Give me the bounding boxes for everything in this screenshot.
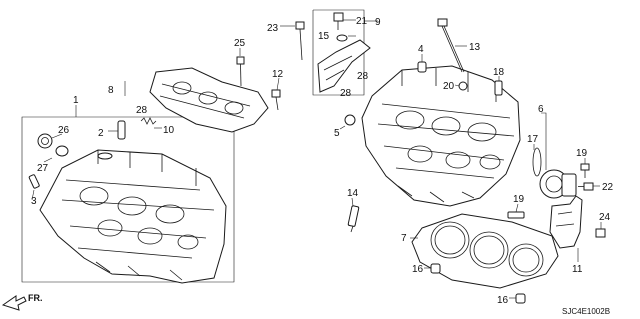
part-13-long-bolt xyxy=(437,18,467,73)
callout-25: 25 xyxy=(234,38,246,49)
rear-cylinder-head-group xyxy=(21,105,235,284)
callout-22: 22 xyxy=(602,182,614,193)
part-14-spark-plug xyxy=(347,197,360,233)
callout-17: 17 xyxy=(527,134,539,145)
callout-28-bracket-upper: 28 xyxy=(357,71,369,82)
callout-13: 13 xyxy=(469,42,481,53)
part-18-sensor xyxy=(494,76,503,96)
callout-16-lower: 16 xyxy=(497,295,509,306)
diagram-code: SJC4E1002B xyxy=(562,307,610,316)
callout-10: 10 xyxy=(163,125,175,136)
part-8-camshaft-holder xyxy=(124,67,269,133)
callout-19-upper: 19 xyxy=(576,148,588,159)
callout-6: 6 xyxy=(538,104,544,115)
callout-15: 15 xyxy=(318,31,330,42)
part-19-bolt-upper xyxy=(580,158,590,178)
callout-16-upper: 16 xyxy=(412,264,424,275)
callout-3: 3 xyxy=(31,196,37,207)
callout-28-holder: 28 xyxy=(136,105,148,116)
callout-26: 26 xyxy=(58,125,70,136)
part-16-dowel-upper xyxy=(424,263,441,274)
callout-28-bracket-lower: 28 xyxy=(340,88,352,99)
callout-24: 24 xyxy=(599,212,611,223)
callout-7: 7 xyxy=(401,233,407,244)
part-3-stud xyxy=(28,174,40,201)
part-17-o-ring xyxy=(532,144,542,177)
callout-9: 9 xyxy=(375,17,381,28)
front-direction-arrow: FR. xyxy=(1,293,43,311)
callout-12: 12 xyxy=(272,69,284,80)
part-2-dowel-pin xyxy=(108,120,126,140)
part-23-bolt xyxy=(280,21,305,61)
part-25-bolt xyxy=(236,48,245,87)
callout-19-lower: 19 xyxy=(513,194,525,205)
callout-18: 18 xyxy=(493,67,505,78)
part-19-bolt-lower xyxy=(507,203,525,219)
direction-label: FR. xyxy=(28,293,43,303)
part-5-plug xyxy=(339,114,356,130)
part-4-cap xyxy=(417,54,427,73)
part-10-spring xyxy=(140,117,162,129)
callout-20: 20 xyxy=(443,81,455,92)
callout-4: 4 xyxy=(418,44,424,55)
part-22-bolt xyxy=(578,182,600,191)
part-11-bracket xyxy=(549,195,583,262)
front-cylinder-head-group xyxy=(361,65,521,207)
callout-11: 11 xyxy=(572,264,583,275)
part-9-bracket-group xyxy=(312,9,378,96)
part-12-bolt xyxy=(271,77,281,111)
callout-27: 27 xyxy=(37,163,49,174)
callout-23: 23 xyxy=(267,23,279,34)
callout-8: 8 xyxy=(108,85,114,96)
part-7-head-gasket xyxy=(410,213,559,289)
part-16-dowel-lower xyxy=(509,293,526,304)
part-6-housing xyxy=(539,112,577,199)
callout-21: 21 xyxy=(356,16,368,27)
part-27-plug xyxy=(43,145,69,163)
callout-14: 14 xyxy=(347,188,359,199)
part-24-bolt xyxy=(595,222,606,238)
part-26-seal xyxy=(37,133,63,149)
callout-1: 1 xyxy=(73,95,79,106)
part-20-plug xyxy=(454,81,468,91)
callout-5: 5 xyxy=(334,128,340,139)
callout-2: 2 xyxy=(98,128,104,139)
